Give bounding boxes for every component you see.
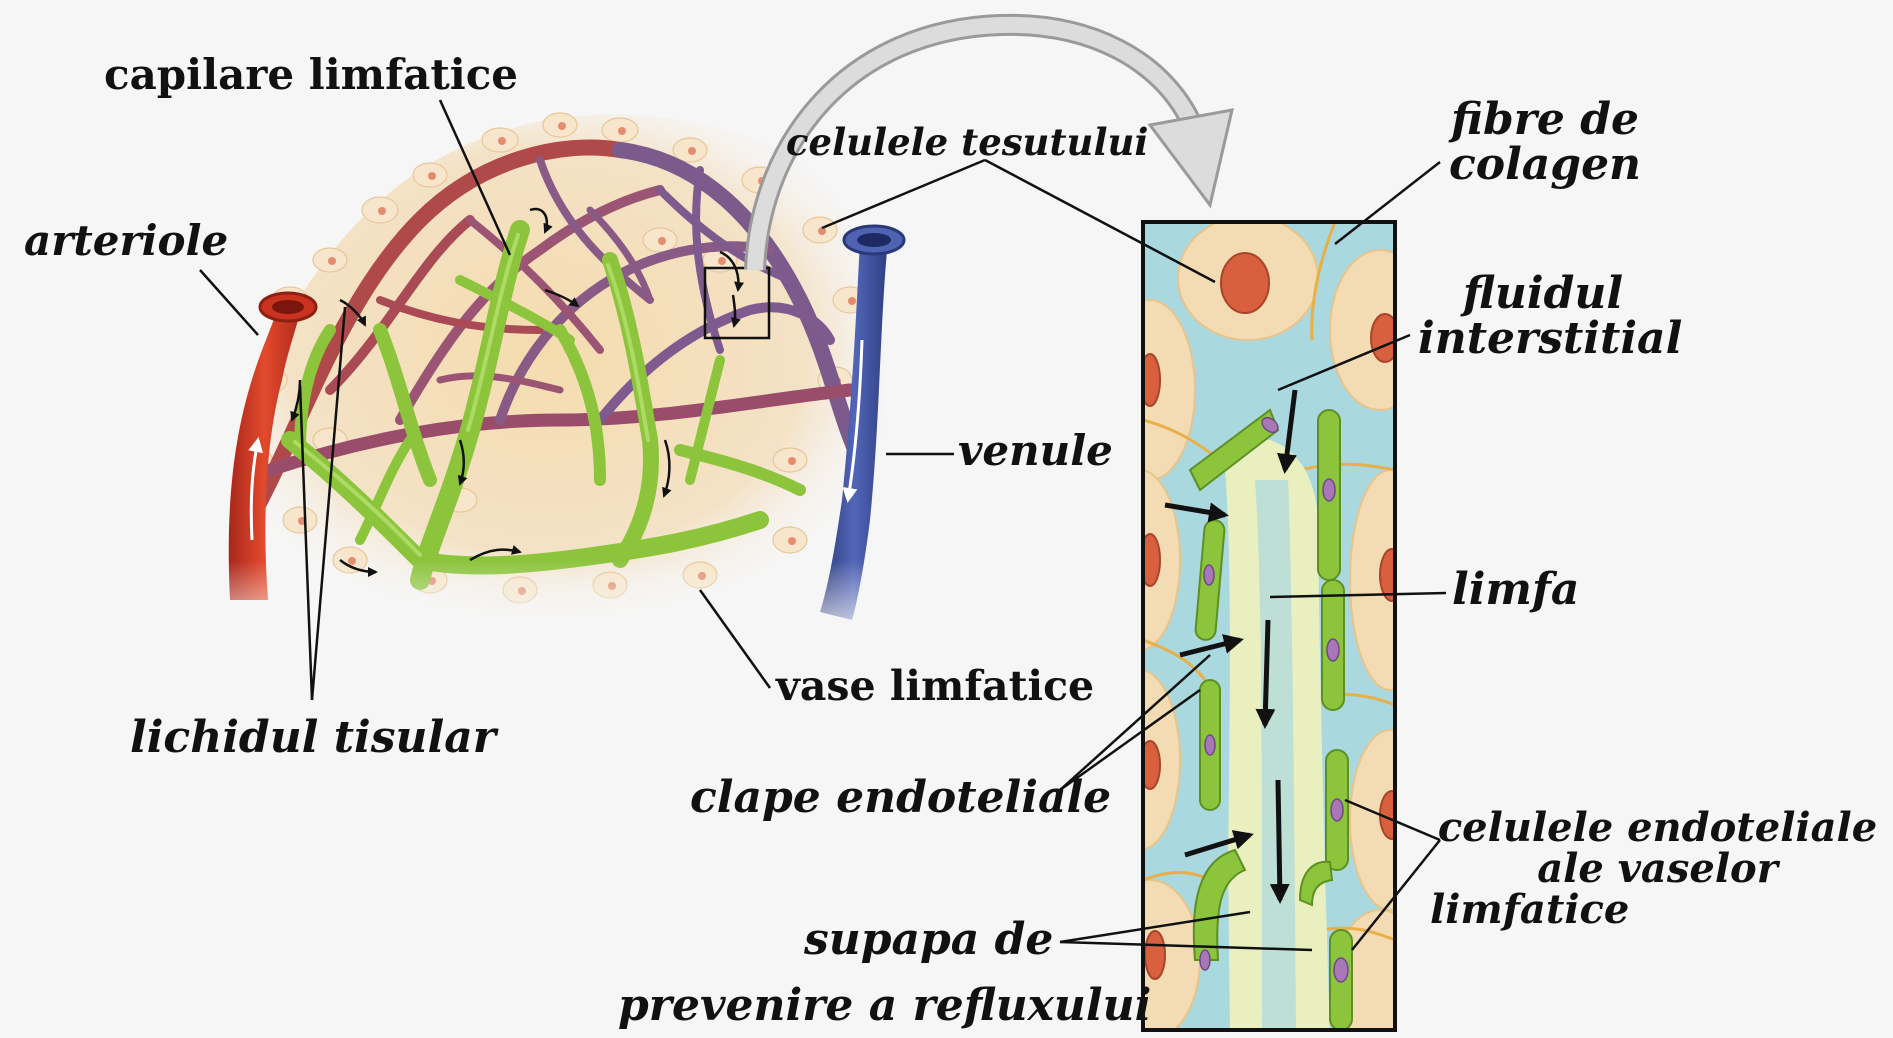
label-celulele-endoteliale-line3: limfatice bbox=[1430, 890, 1885, 931]
label-celulele-endoteliale-line1: celulele endoteliale bbox=[1430, 808, 1885, 849]
label-celulele-endoteliale: celulele endoteliale ale vaselor limfati… bbox=[1430, 808, 1885, 930]
label-fibre-de-colagen: fibre de colagen bbox=[1420, 98, 1670, 188]
label-celulele-tesutului: celulele tesutului bbox=[786, 124, 1148, 162]
label-celulele-endoteliale-line2: ale vaselor bbox=[1430, 849, 1885, 890]
label-clape-endoteliale: clape endoteliale bbox=[690, 776, 1111, 821]
tissue-illustration bbox=[190, 113, 910, 650]
magnified-panel bbox=[1100, 216, 1430, 1034]
label-fibre-de-colagen-line1: fibre de bbox=[1420, 98, 1670, 143]
label-vase-limfatice: vase limfatice bbox=[776, 666, 1094, 708]
label-arteriole: arteriole bbox=[24, 220, 228, 263]
label-supapa-line1: supapa de bbox=[804, 918, 1053, 963]
label-capilare-limfatice: capilare limfatice bbox=[104, 54, 518, 97]
label-fluidul-interstitial-line2: interstitial bbox=[1418, 317, 1668, 362]
label-fibre-de-colagen-line2: colagen bbox=[1420, 143, 1670, 188]
label-lichidul-tisular: lichidul tisular bbox=[130, 716, 496, 761]
bottom-fade bbox=[190, 560, 910, 650]
label-fluidul-interstitial-line1: fluidul bbox=[1418, 272, 1668, 317]
label-venule: venule bbox=[958, 430, 1113, 473]
label-supapa-line2: prevenire a refluxului bbox=[618, 984, 1151, 1029]
label-fluidul-interstitial: fluidul interstitial bbox=[1418, 272, 1668, 362]
label-limfa: limfa bbox=[1452, 568, 1579, 613]
